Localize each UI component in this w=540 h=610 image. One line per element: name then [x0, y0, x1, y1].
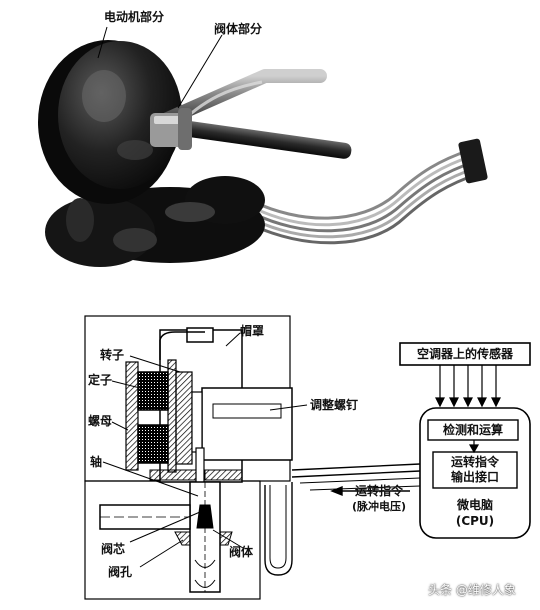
output-box-label-1: 运转指令 — [450, 455, 499, 469]
sensor-arrows — [435, 365, 501, 454]
sensors-box — [399, 342, 531, 366]
output-interface-box — [432, 451, 518, 489]
label-cap: 帽罩 — [240, 324, 265, 338]
detect-box — [427, 419, 519, 441]
connector-plug — [458, 138, 488, 184]
photo-leaders — [97, 26, 223, 109]
signal-label-2: (脉冲电压) — [352, 500, 407, 513]
valve-cross-section — [84, 315, 421, 600]
watermark: 头条 @维修人象 — [428, 583, 516, 597]
controller-block — [399, 342, 531, 539]
signal-label-1: 运转指令 — [355, 484, 404, 498]
label-stator: 定子 — [88, 373, 113, 387]
stator-coil-top — [137, 371, 169, 411]
label-valve-part: 阀体部分 — [214, 22, 263, 36]
label-valve-body: 阀体 — [229, 545, 254, 559]
label-rotor: 转子 — [100, 348, 125, 362]
label-nut: 螺母 — [88, 414, 113, 428]
label-valve-core: 阀芯 — [101, 542, 126, 556]
section-leaders — [102, 332, 308, 568]
detect-box-label: 检测和运算 — [442, 423, 503, 437]
label-motor-part: 电动机部分 — [104, 10, 165, 24]
stator-coil-bottom — [137, 424, 169, 464]
rotor — [175, 371, 193, 465]
motor-body — [38, 40, 182, 204]
cpu-label-2: (CPU) — [455, 514, 495, 528]
cpu-label-1: 微电脑 — [456, 498, 493, 512]
label-adjust-screw: 调整螺钉 — [310, 398, 359, 412]
command-arrow — [330, 485, 410, 497]
valve-pipes — [150, 69, 352, 159]
label-shaft: 轴 — [90, 455, 103, 469]
wire-harness — [248, 148, 480, 245]
label-valve-hole: 阀孔 — [108, 565, 133, 579]
valve-photo — [38, 40, 488, 267]
output-box-label-2: 输出接口 — [450, 470, 499, 484]
sensors-box-label: 空调器上的传感器 — [416, 347, 513, 361]
cable-bundle — [45, 176, 265, 267]
